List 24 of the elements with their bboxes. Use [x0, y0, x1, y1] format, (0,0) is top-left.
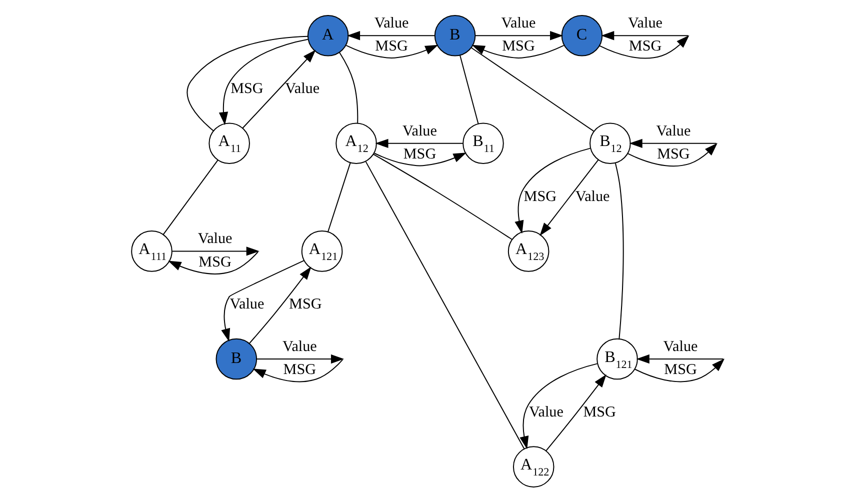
edge-label: MSG — [628, 38, 662, 54]
edge-label: Value — [574, 188, 610, 204]
edge-label: MSG — [230, 80, 263, 97]
edge-label: Value — [197, 230, 232, 247]
edge-label: MSG — [374, 38, 408, 54]
edge-label: MSG — [402, 146, 436, 162]
edge-label: MSG — [502, 38, 534, 54]
edge-label: MSG — [582, 404, 616, 420]
edge-label: Value — [656, 122, 690, 139]
edge-label: MSG — [523, 188, 556, 204]
edge-label: MSG — [198, 254, 231, 270]
edge-label: Value — [284, 80, 320, 97]
edge-label: Value — [528, 404, 563, 420]
edge-label: Value — [500, 15, 536, 32]
edge-label: MSG — [664, 362, 696, 378]
edge-label: Value — [662, 338, 698, 354]
edge-label: MSG — [656, 146, 690, 162]
edge-label: MSG — [288, 296, 322, 312]
edge-label: Value — [229, 296, 264, 312]
edge-label: Value — [282, 338, 316, 354]
edge-label: MSG — [282, 362, 316, 378]
edge-label: Value — [402, 122, 436, 139]
edge-label: Value — [628, 15, 662, 32]
edge-label: Value — [374, 15, 408, 32]
